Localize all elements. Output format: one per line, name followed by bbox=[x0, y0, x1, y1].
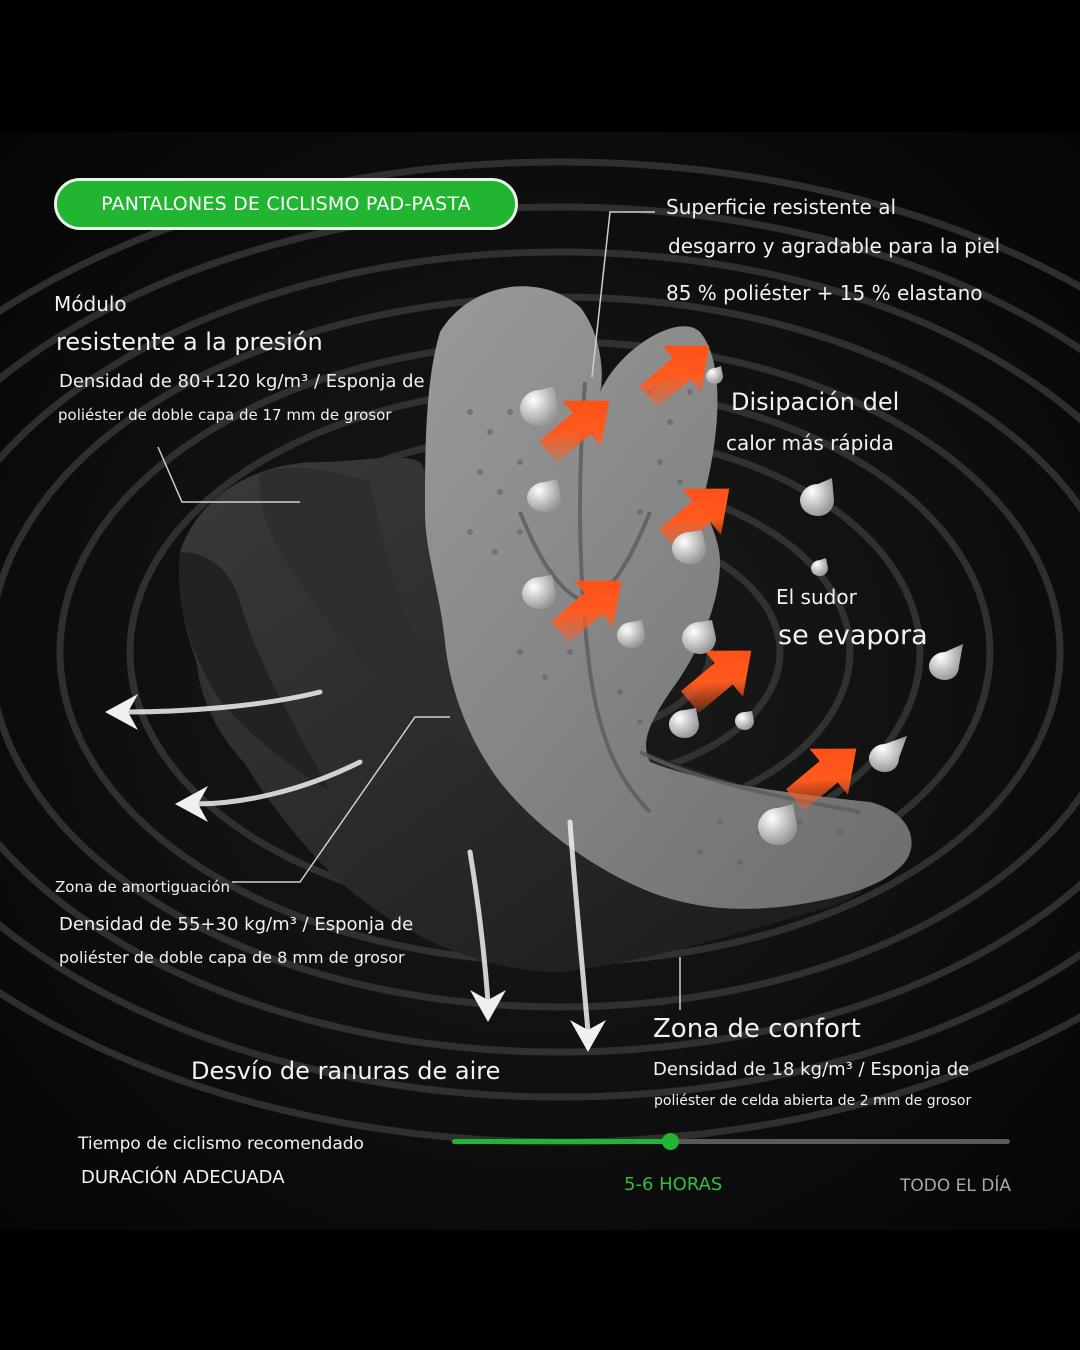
duration-timeline bbox=[452, 1133, 1010, 1150]
leader-lines bbox=[157, 211, 681, 1010]
cushion-spec-line1: Densidad de 55+30 kg/m³ / Esponja de bbox=[59, 914, 414, 935]
airflow-arrowheads bbox=[105, 694, 606, 1052]
airflow-arrows bbox=[122, 689, 591, 1035]
surface-line1: Superficie resistente al bbox=[666, 195, 897, 219]
air-channel-label: Desvío de ranuras de aire bbox=[191, 1057, 501, 1085]
comfort-title: Zona de confort bbox=[653, 1014, 861, 1044]
heat-line2: calor más rápida bbox=[726, 431, 894, 455]
chamois-pad-illustration bbox=[0, 132, 1080, 1230]
timeline-fill bbox=[452, 1139, 670, 1144]
category-badge-label: PANTALONES DE CICLISMO PAD-PASTA bbox=[101, 193, 471, 215]
pressure-module-spec-line1: Densidad de 80+120 kg/m³ / Esponja de bbox=[59, 371, 425, 392]
sweat-line1: El sudor bbox=[776, 585, 857, 609]
timeline-caption: Tiempo de ciclismo recomendado bbox=[78, 1134, 364, 1154]
product-infographic: PANTALONES DE CICLISMO PAD-PASTA Módulo … bbox=[0, 132, 1080, 1230]
comfort-spec-line1: Densidad de 18 kg/m³ / Esponja de bbox=[653, 1059, 970, 1080]
pressure-module-spec-line2: poliéster de doble capa de 17 mm de gros… bbox=[58, 406, 392, 424]
sweat-droplets bbox=[520, 366, 963, 845]
cushion-spec-line2: poliéster de doble capa de 8 mm de groso… bbox=[59, 948, 405, 967]
pressure-module-title-line2: resistente a la presión bbox=[56, 328, 323, 356]
sweat-line2: se evapora bbox=[778, 620, 928, 651]
comfort-spec-line2: poliéster de celda abierta de 2 mm de gr… bbox=[654, 1093, 972, 1109]
surface-composition: 85 % poliéster + 15 % elastano bbox=[666, 281, 983, 305]
timeline-marker bbox=[661, 1133, 679, 1150]
pad-outer-inner bbox=[259, 467, 560, 772]
cushion-title: Zona de amortiguación bbox=[55, 878, 230, 896]
heat-line1: Disipación del bbox=[731, 388, 900, 416]
timeline-subtitle: DURACIÓN ADECUADA bbox=[81, 1167, 285, 1188]
pressure-module-title-line1: Módulo bbox=[54, 292, 127, 316]
timeline-end-label: TODO EL DÍA bbox=[900, 1176, 1011, 1196]
pad-outer-wing bbox=[179, 552, 330, 792]
timeline-marker-label: 5-6 HORAS bbox=[624, 1174, 723, 1195]
heat-arrows bbox=[539, 345, 857, 811]
category-badge: PANTALONES DE CICLISMO PAD-PASTA bbox=[54, 178, 518, 230]
timeline-track bbox=[452, 1139, 1010, 1144]
surface-line2: desgarro y agradable para la piel bbox=[668, 234, 1001, 258]
pad-perforations bbox=[467, 389, 843, 865]
